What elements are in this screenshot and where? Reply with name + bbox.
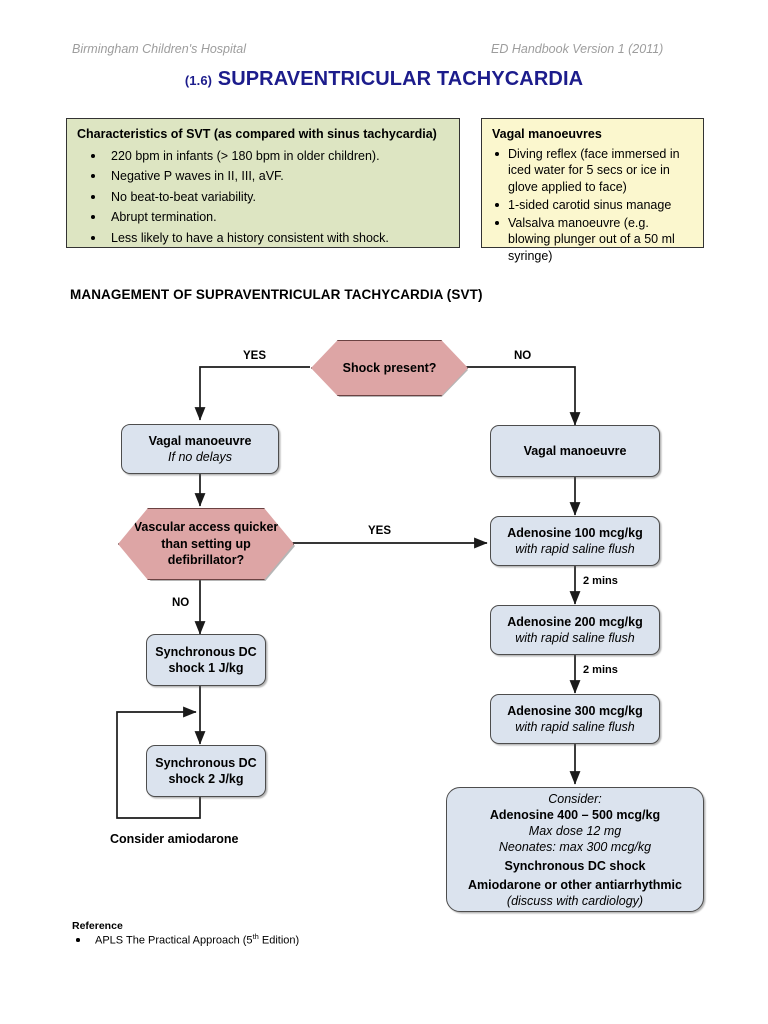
reference-item: APLS The Practical Approach (5th Edition… [95,932,299,947]
consider-line-6: Amiodarone or other antiarrhythmic [468,877,682,892]
node-adenosine-100: Adenosine 100 mcg/kg with rapid saline f… [490,516,660,566]
node-right-vagal-title: Vagal manoeuvre [523,444,627,458]
page-title-number: (1.6) [184,73,213,88]
node-dc-shock-1: Synchronous DC shock 1 J/kg [146,634,266,686]
node-left-vagal-manoeuvre: Vagal manoeuvre If no delays [121,424,279,474]
list-item: Abrupt termination. [77,208,449,227]
list-item: 220 bpm in infants (> 180 bpm in older c… [77,147,449,166]
list-item: Valsalva manoeuvre (e.g. blowing plunger… [492,215,693,265]
vagal-manoeuvres-box: Vagal manoeuvres Diving reflex (face imm… [481,118,704,263]
reference-item-pre: APLS The Practical Approach (5 [95,934,253,947]
page-title-text: SUPRAVENTRICULAR TACHYCARDIA [217,68,584,90]
list-item: Diving reflex (face immersed in iced wat… [492,146,693,196]
loop-label-consider-amiodarone: Consider amiodarone [110,832,239,846]
decision-shock-present-label: Shock present? [342,360,437,375]
reference-heading: Reference [72,920,123,932]
node-adenosine-200-title: Adenosine 200 mcg/kg [507,615,643,629]
characteristics-list: 220 bpm in infants (> 180 bpm in older c… [77,147,449,248]
header-document-version: ED Handbook Version 1 (2011) [491,42,664,56]
node-adenosine-200-sub: with rapid saline flush [515,631,635,645]
vagal-manoeuvres-heading: Vagal manoeuvres [492,127,602,141]
node-adenosine-300: Adenosine 300 mcg/kg with rapid saline f… [490,694,660,744]
node-dc-shock-1-label: Synchronous DC shock 1 J/kg [155,645,257,675]
decision-vascular-access-label: Vascular access quicker than setting up … [133,520,279,568]
consider-line-4: Neonates: max 300 mcg/kg [498,839,652,854]
node-adenosine-300-sub: with rapid saline flush [515,720,635,734]
reference-item-post: Edition) [258,934,300,947]
list-item: 1-sided carotid sinus manage [492,197,693,214]
list-item: Less likely to have a history consistent… [77,229,449,248]
consider-line-3: Max dose 12 mg [528,823,622,838]
consider-line-7: (discuss with cardiology) [506,893,644,908]
node-adenosine-100-sub: with rapid saline flush [515,542,635,556]
edge-label-no-shock: NO [514,350,532,362]
consider-line-1: Consider: [548,791,602,806]
section-heading: MANAGEMENT OF SUPRAVENTRICULAR TACHYCARD… [70,287,483,302]
page-title: (1.6) SUPRAVENTRICULAR TACHYCARDIA [0,68,768,91]
decision-vascular-access: Vascular access quicker than setting up … [118,508,294,580]
edge-label-yes-shock: YES [243,350,267,362]
node-adenosine-300-title: Adenosine 300 mcg/kg [507,704,643,718]
node-dc-shock-2: Synchronous DC shock 2 J/kg [146,745,266,797]
edge-label-timer-2: 2 mins [583,664,618,676]
edge-label-no-vascular: NO [172,597,190,609]
edge-label-timer-1: 2 mins [583,575,618,587]
node-dc-shock-2-label: Synchronous DC shock 2 J/kg [155,756,257,786]
node-adenosine-100-title: Adenosine 100 mcg/kg [507,526,643,540]
characteristics-box: Characteristics of SVT (as compared with… [66,118,460,248]
consider-line-2: Adenosine 400 – 500 mcg/kg [489,807,661,822]
reference-item-sup: th [252,932,259,941]
list-item: Negative P waves in II, III, aVF. [77,167,449,186]
reference-bullet-icon [76,938,80,942]
edge-label-yes-vascular: YES [368,525,392,537]
header-institution: Birmingham Children's Hospital [72,42,246,56]
node-consider-options: Consider: Adenosine 400 – 500 mcg/kg Max… [446,787,704,912]
node-adenosine-200: Adenosine 200 mcg/kg with rapid saline f… [490,605,660,655]
node-left-vagal-title: Vagal manoeuvre [148,434,252,448]
decision-shock-present: Shock present? [311,340,468,396]
characteristics-heading: Characteristics of SVT (as compared with… [77,127,437,141]
list-item: No beat-to-beat variability. [77,188,449,207]
node-right-vagal-manoeuvre: Vagal manoeuvre [490,425,660,477]
consider-line-5: Synchronous DC shock [504,858,646,873]
vagal-manoeuvres-list: Diving reflex (face immersed in iced wat… [492,146,693,265]
node-left-vagal-sub: If no delays [168,450,232,464]
